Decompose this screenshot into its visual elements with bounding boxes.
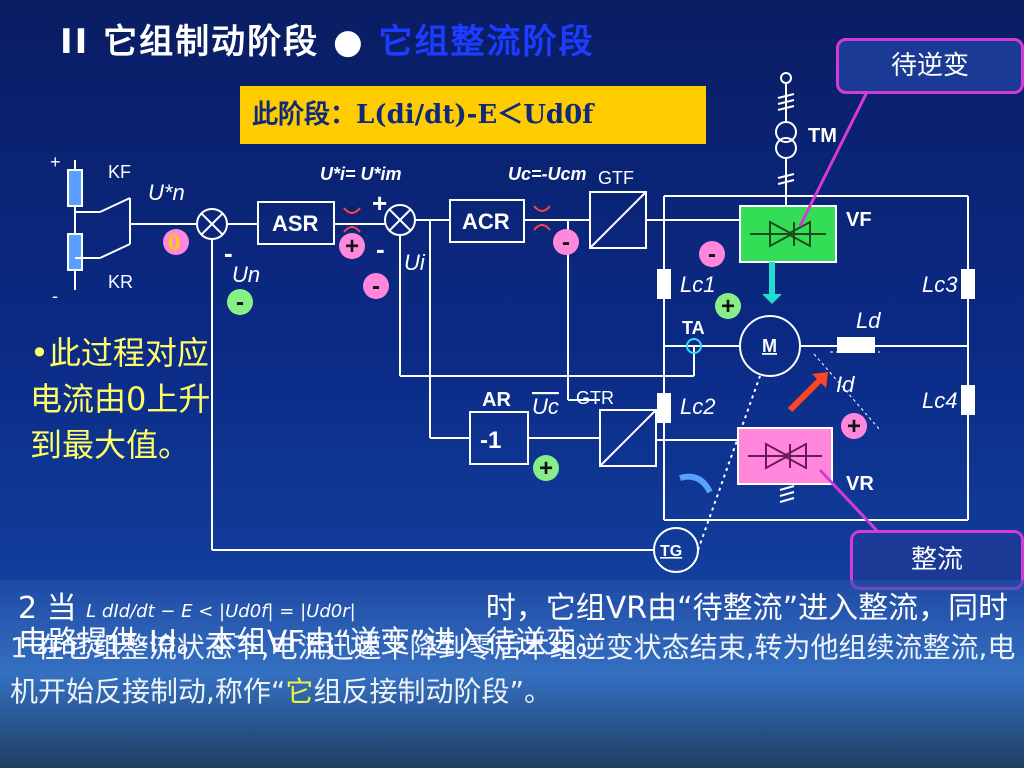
callout-inverter-wait: 待逆变 (836, 38, 1024, 94)
uc-bar-label: Uc (532, 394, 559, 419)
acr-minus-sign: - (562, 229, 570, 256)
inline-formula: L dId/dt − E < |Ud0f| = |Ud0r| (86, 600, 356, 622)
ui-minus-sign: - (372, 273, 380, 300)
paragraph-1-tail: 组反接制动阶段”。 (313, 675, 552, 708)
paragraph-2-start: 2 当 (18, 591, 77, 626)
paragraph-1-text: 1 在它组整流状态下,电流迅速下降到零后本组逆变状态结束,转为他组续流整流,电机… (10, 631, 1016, 708)
circuit-diagram: KF KR + - U*n 0 ASR ACR GTF GTR AR -1 U*… (50, 89, 975, 560)
kf-resistor (67, 169, 83, 207)
title-prefix: II (60, 22, 90, 62)
lc1-label: Lc1 (680, 272, 715, 297)
bottom-band (0, 580, 1024, 768)
un-label: Un (232, 262, 260, 287)
page-title: II 它组制动阶段 ● 它组整流阶段 (60, 14, 595, 63)
vf-label: VF (846, 209, 872, 231)
junction1-minus: - (224, 238, 233, 268)
motor-label: M (762, 336, 777, 356)
acr-label: ACR (462, 209, 510, 234)
lc2-label: Lc2 (680, 394, 715, 419)
title-part2: 它组整流阶段 (378, 22, 595, 62)
vr-label: VR (846, 473, 874, 495)
ld-label: Ld (856, 308, 881, 333)
kf-label: KF (108, 162, 131, 182)
tg-label: TG (660, 543, 682, 560)
callout-pointer-inv (798, 89, 870, 227)
junction2-minus: - (376, 234, 385, 264)
lc4-label: Lc4 (922, 388, 957, 413)
lc4-inductor (961, 385, 975, 415)
tm-label: TM (808, 125, 837, 147)
paragraph-1: 1 在它组整流状态下,电流迅速下降到零后本组逆变状态结束,转为他组续流整流,电机… (10, 626, 1020, 714)
id-label: Id (836, 372, 855, 397)
id-arrow (787, 377, 823, 413)
ar-label: AR (482, 389, 511, 411)
un-star-label: U*n (148, 180, 185, 205)
formula-box: 此阶段：L(di/dt)-E＜Ud0f (240, 86, 706, 144)
rotation-arrow (679, 473, 713, 494)
lc3-label: Lc3 (922, 272, 958, 297)
title-part1: 它组制动阶段 (103, 22, 320, 62)
ld-inductor (837, 337, 875, 353)
junction2-plus: + (372, 188, 387, 218)
lc1-inductor (657, 269, 671, 299)
un-minus-sign: - (236, 289, 244, 316)
ar-plus-sign: + (539, 455, 553, 482)
kr-minus-label: - (52, 286, 58, 306)
motor (739, 315, 801, 377)
lc3-inductor (961, 269, 975, 299)
ta-label: TA (682, 318, 705, 338)
tm-transformer (775, 121, 797, 143)
vf-minus-sign: - (708, 241, 716, 268)
gtf-label: GTF (598, 168, 634, 188)
paragraph-2-end: 时，它组VR由“待整流”进入整流，同时电路提供-Id。本组VF由“逆变”进入待逆… (18, 591, 1009, 660)
ui-star-eq-label: U*i= U*im (320, 164, 402, 184)
ui-label: Ui (404, 250, 426, 275)
lc1-plus-sign: + (721, 293, 735, 320)
uc-eq-label: Uc=-Ucm (508, 164, 587, 184)
lc2-inductor (657, 393, 671, 423)
ta-sensor (686, 338, 702, 354)
zero-label: 0 (168, 230, 180, 255)
neg-one-label: -1 (480, 427, 501, 454)
gtr-label: GTR (576, 388, 614, 408)
asr-label: ASR (272, 211, 319, 236)
paragraph-1-highlight: 它 (285, 675, 314, 708)
kr-resistor (67, 233, 83, 271)
process-note: •此过程对应电流由0上升到最大值。 (30, 334, 211, 464)
asr-plus-sign: + (345, 233, 359, 260)
paragraph-2: 2 当 L dId/dt − E < |Ud0f| = |Ud0r| 时，它组V… (18, 592, 1018, 660)
kf-plus-label: + (50, 152, 61, 172)
title-bullet: ● (333, 22, 365, 62)
callout-pointer-rect (818, 468, 882, 536)
kr-label: KR (108, 272, 133, 292)
vr-plus-sign: + (847, 413, 861, 440)
